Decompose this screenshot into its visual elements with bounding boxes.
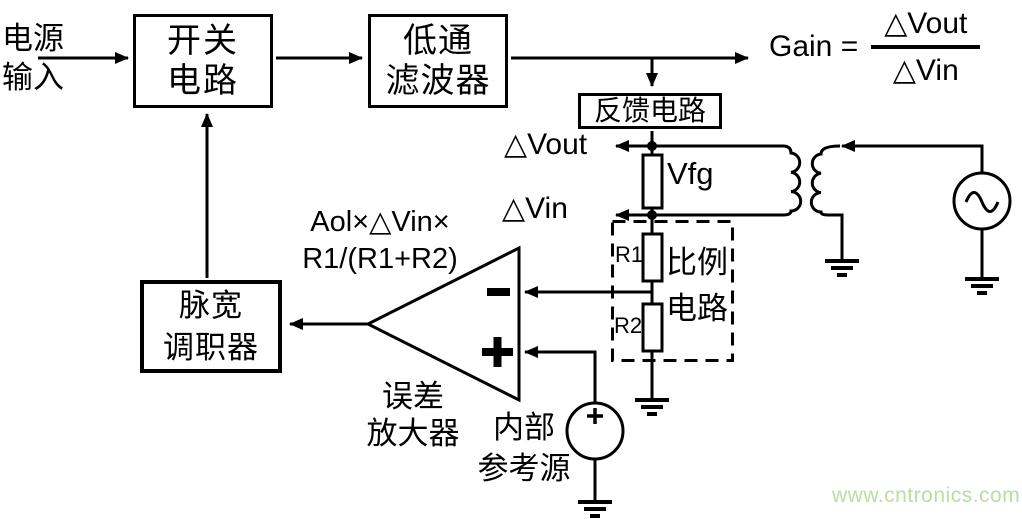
transformer-left-winding-icon bbox=[654, 144, 803, 217]
switch-circuit-block: 开关 电路 bbox=[133, 14, 273, 108]
ground-icon-ref bbox=[578, 500, 612, 518]
delta-vin-label: △Vin bbox=[502, 192, 568, 225]
gain-numerator: △Vout bbox=[871, 6, 981, 49]
proportional-line2: 电路 bbox=[666, 291, 728, 326]
resistor-r1-icon bbox=[641, 232, 664, 283]
gain-formula: Gain = △Vout △Vin bbox=[769, 6, 981, 88]
transformer-right-winding-icon bbox=[809, 144, 844, 261]
r2-label: R2 bbox=[614, 313, 643, 338]
feedback-circuit-label: 反馈电路 bbox=[593, 95, 706, 126]
pwm-modulator-block: 脉宽 调职器 bbox=[140, 280, 282, 373]
wire-plus-input bbox=[524, 346, 597, 403]
ground-icon-ac bbox=[965, 277, 999, 295]
resistor-r2-icon bbox=[641, 302, 664, 353]
error-amplifier-line2: 放大器 bbox=[366, 416, 460, 451]
internal-reference-line2: 参考源 bbox=[477, 451, 571, 486]
internal-reference-label: 内部 参考源 bbox=[464, 407, 584, 489]
lowpass-filter-block: 低通 滤波器 bbox=[368, 14, 508, 108]
pwm-modulator-line2: 调职器 bbox=[163, 329, 259, 365]
wire-ac-to-winding bbox=[841, 140, 984, 173]
proportional-circuit-label: 比例 电路 bbox=[658, 240, 736, 332]
lowpass-filter-line1: 低通 bbox=[403, 22, 473, 60]
switch-circuit-line1: 开关 bbox=[167, 22, 239, 60]
switch-circuit-line2: 电路 bbox=[167, 62, 239, 100]
power-input-label: 电源 输入 bbox=[0, 19, 66, 97]
opamp-formula-line2: R1/(R1+R2) bbox=[302, 243, 458, 275]
opamp-formula-label: Aol×△Vin× R1/(R1+R2) bbox=[282, 204, 478, 278]
junction-dot-vout bbox=[647, 141, 657, 151]
opamp-icon bbox=[364, 245, 521, 403]
gain-lhs: Gain = bbox=[769, 30, 859, 63]
r1-label: R1 bbox=[615, 242, 644, 267]
ground-icon-winding bbox=[825, 259, 859, 277]
proportional-line1: 比例 bbox=[666, 245, 728, 280]
resistor-vfg-icon bbox=[641, 153, 664, 210]
junction-dot-vin bbox=[647, 210, 657, 220]
internal-reference-line1: 内部 bbox=[493, 410, 555, 445]
opamp-formula-line1: Aol×△Vin× bbox=[310, 206, 450, 238]
opamp-plus-icon bbox=[482, 337, 513, 367]
gain-fraction: △Vout △Vin bbox=[871, 6, 981, 88]
reference-source-icon bbox=[565, 401, 625, 461]
pwm-modulator-line1: 脉宽 bbox=[179, 287, 243, 323]
ground-icon-r2 bbox=[635, 398, 669, 416]
ac-source-icon bbox=[952, 171, 1012, 231]
gain-denominator: △Vin bbox=[892, 54, 959, 87]
watermark: www.cntronics.com bbox=[832, 484, 1021, 507]
error-amplifier-label: 误差 放大器 bbox=[356, 378, 470, 452]
power-input-line1: 电源 bbox=[2, 21, 64, 56]
power-input-line2: 输入 bbox=[2, 60, 64, 95]
lowpass-filter-line2: 滤波器 bbox=[385, 62, 491, 100]
feedback-circuit-block: 反馈电路 bbox=[578, 93, 722, 129]
vfg-label: Vfg bbox=[667, 156, 714, 191]
error-amplifier-line1: 误差 bbox=[382, 379, 444, 414]
delta-vout-label: △Vout bbox=[504, 128, 588, 161]
